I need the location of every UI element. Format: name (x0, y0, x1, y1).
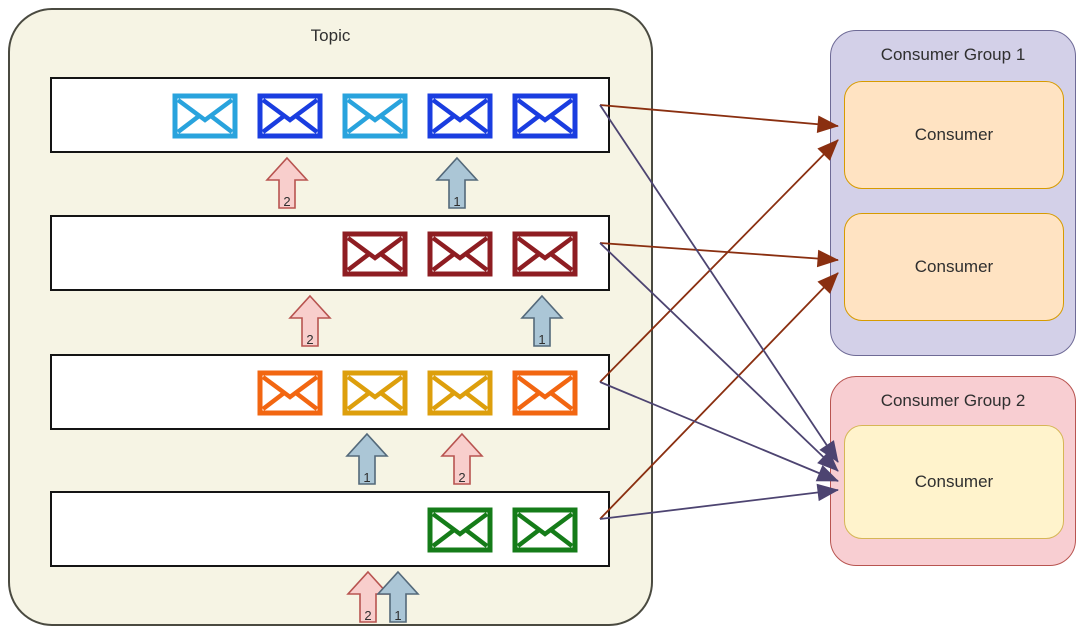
produce-arrow-slate-icon: 1 (435, 156, 479, 210)
topic-container: Topic 2 1 2 1 1 2 2 1 (8, 8, 653, 626)
produce-arrow-number: 1 (363, 470, 371, 485)
produce-arrow-number: 1 (453, 194, 461, 209)
message-envelope-icon-green (512, 507, 578, 553)
produce-arrow-number: 2 (306, 332, 314, 347)
partition-3 (50, 354, 610, 430)
message-envelope-icon-blue (512, 93, 578, 139)
message-envelope-icon-gold (427, 370, 493, 416)
message-envelope-icon-blue (427, 93, 493, 139)
message-envelope-icon-orange (512, 370, 578, 416)
message-envelope-icon-darkred (512, 231, 578, 277)
produce-arrow-pink-icon: 2 (440, 432, 484, 486)
consumer-box-3: Consumer (844, 425, 1064, 539)
message-envelope-icon-gold (342, 370, 408, 416)
produce-arrow-slate-icon: 1 (376, 570, 420, 624)
produce-arrow-slate-icon: 1 (520, 294, 564, 348)
partition-2 (50, 215, 610, 291)
partition-1 (50, 77, 610, 153)
consumer-group-1-title: Consumer Group 1 (880, 45, 1026, 64)
produce-arrow-number: 1 (394, 608, 402, 623)
consumer-group-2-title: Consumer Group 2 (880, 391, 1026, 410)
produce-arrow-number: 2 (364, 608, 372, 623)
produce-arrow-number: 2 (283, 194, 291, 209)
produce-arrow-number: 1 (538, 332, 546, 347)
produce-arrow-pink-icon: 2 (288, 294, 332, 348)
consumer-box-2: Consumer (844, 213, 1064, 321)
consumer-label: Consumer (914, 257, 994, 276)
produce-arrow-number: 2 (458, 470, 466, 485)
produce-arrow-pink-icon: 2 (265, 156, 309, 210)
topic-title: Topic (310, 26, 351, 45)
message-envelope-icon-green (427, 507, 493, 553)
message-envelope-icon-blue (257, 93, 323, 139)
consumer-group-2: Consumer Group 2 Consumer (830, 376, 1076, 566)
message-envelope-icon-lightblue (172, 93, 238, 139)
produce-arrow-slate-icon: 1 (345, 432, 389, 486)
consumer-box-1: Consumer (844, 81, 1064, 189)
message-envelope-icon-orange (257, 370, 323, 416)
partition-4 (50, 491, 610, 567)
consumer-label: Consumer (914, 125, 994, 144)
message-envelope-icon-darkred (427, 231, 493, 277)
consumer-group-1: Consumer Group 1 Consumer Consumer (830, 30, 1076, 356)
consumer-label: Consumer (914, 472, 994, 491)
message-envelope-icon-lightblue (342, 93, 408, 139)
message-envelope-icon-darkred (342, 231, 408, 277)
